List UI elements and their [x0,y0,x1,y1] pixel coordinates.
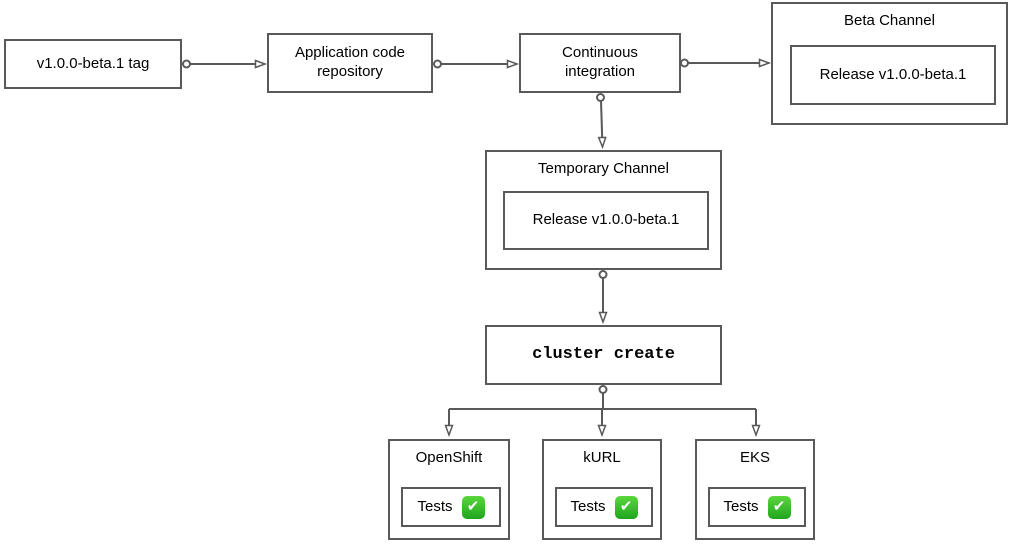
tests-label: Tests [570,497,606,515]
node-eks: EKS Tests ✔ [695,439,815,540]
node-openshift: OpenShift Tests ✔ [388,439,510,540]
edge-source-dot [433,59,442,69]
edge-branch-trunk [449,393,756,410]
node-application-code-repository: Application code repository [267,33,433,93]
node-beta-channel: Beta Channel Release v1.0.0-beta.1 [771,2,1008,125]
edge-ci-to-temporary-channel [601,100,603,147]
edge-source-dot [598,270,608,279]
eks-title: EKS [739,449,770,466]
temporary-release-label: Release v1.0.0-beta.1 [532,211,680,229]
temporary-channel-title: Temporary Channel [538,160,669,177]
tests-label: Tests [417,497,453,515]
node-continuous-integration: Continuous integration [519,33,681,93]
node-kurl-tests: Tests ✔ [555,487,653,527]
check-mark-icon: ✔ [614,495,638,519]
ci-label: Continuous integration [562,44,638,80]
check-mark-icon: ✔ [767,495,791,519]
beta-release-label: Release v1.0.0-beta.1 [819,65,967,83]
edge-source-dot [680,58,689,68]
kurl-title: kURL [583,449,621,466]
repo-label: Application code repository [294,44,406,80]
node-kurl: kURL Tests ✔ [542,439,662,540]
beta-channel-title: Beta Channel [844,12,935,29]
version-tag-label: v1.0.0-beta.1 tag [36,54,150,72]
edge-source-dot [182,59,191,69]
cluster-create-label: cluster create [532,345,675,365]
node-temporary-channel-release: Release v1.0.0-beta.1 [503,191,709,250]
edge-source-dot [596,93,605,102]
tests-label: Tests [723,497,759,515]
node-beta-channel-release: Release v1.0.0-beta.1 [790,45,996,105]
node-cluster-create: cluster create [485,325,722,385]
edge-source-dot [598,385,608,394]
check-mark-icon: ✔ [461,495,485,519]
node-version-tag: v1.0.0-beta.1 tag [4,39,182,89]
node-eks-tests: Tests ✔ [708,487,806,527]
node-temporary-channel: Temporary Channel Release v1.0.0-beta.1 [485,150,722,270]
openshift-title: OpenShift [415,449,483,466]
node-openshift-tests: Tests ✔ [401,487,501,527]
